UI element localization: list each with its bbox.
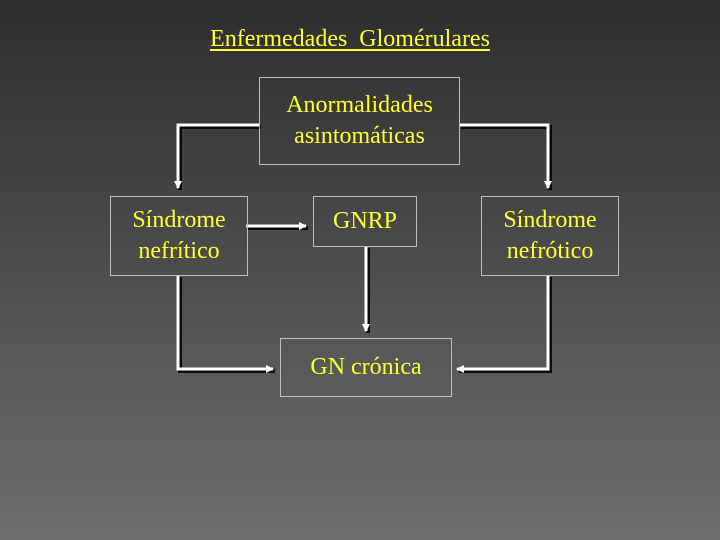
node-label: GN crónica bbox=[310, 354, 422, 380]
arrow-nefritico-to-cronica bbox=[176, 275, 274, 373]
arrow-asintomaticas-to-nefrotico bbox=[459, 123, 552, 189]
node-sindrome-nefritico: Síndrome nefrítico bbox=[110, 196, 248, 276]
diagram-title: Enfermedades Glomérulares bbox=[210, 26, 490, 52]
node-anormalidades-asintomaticas: Anormalidades asintomáticas bbox=[259, 77, 460, 165]
arrow-nefrotico-to-cronica bbox=[456, 275, 550, 373]
node-label: GNRP bbox=[332, 208, 398, 234]
node-gn-cronica: GN crónica bbox=[280, 338, 452, 397]
node-label: Síndrome bbox=[132, 207, 226, 233]
arrow-asintomaticas-to-nefritico bbox=[174, 123, 259, 189]
node-gnrp: GNRP bbox=[313, 196, 417, 247]
node-label: Síndrome bbox=[503, 207, 597, 233]
node-label: nefrítico bbox=[138, 238, 220, 264]
arrow-shadows bbox=[178, 125, 552, 373]
node-label: nefrótico bbox=[506, 238, 594, 264]
node-label: asintomáticas bbox=[294, 123, 425, 149]
node-sindrome-nefrotico: Síndrome nefrótico bbox=[481, 196, 619, 276]
node-label: Anormalidades bbox=[286, 92, 433, 118]
